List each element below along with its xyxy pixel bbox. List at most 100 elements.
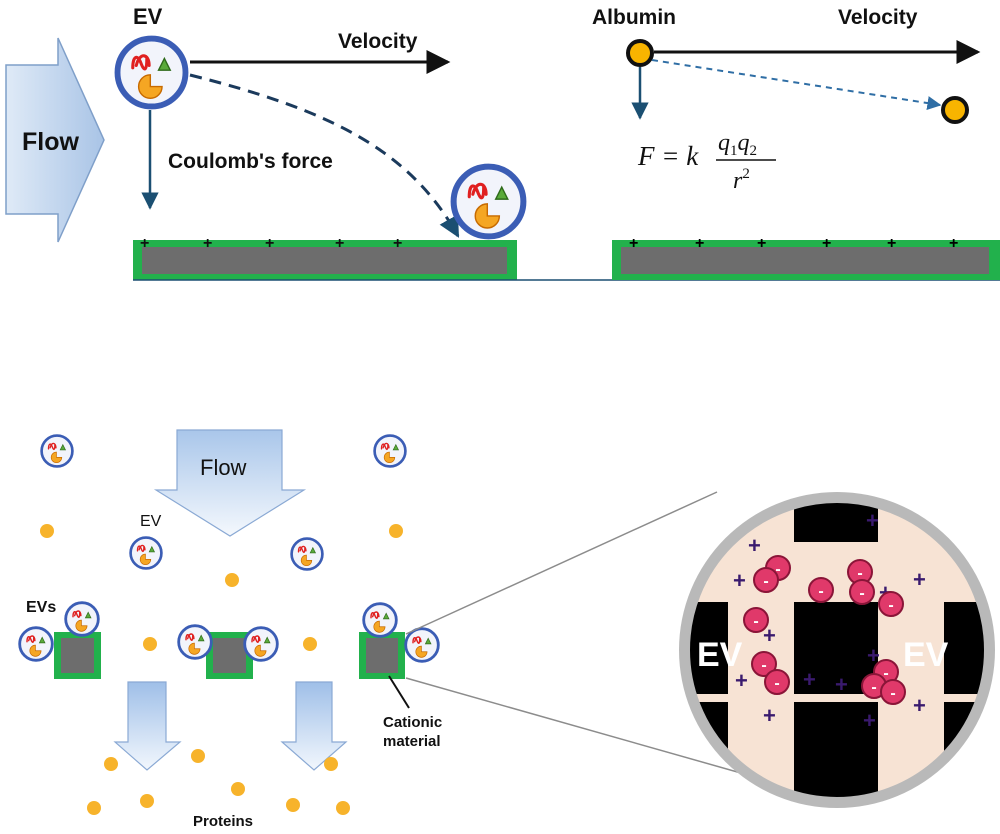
flow-label-top: Flow — [22, 128, 79, 156]
ev-particle-top — [118, 39, 186, 107]
svg-text:-: - — [859, 585, 864, 602]
protein-particle — [286, 798, 300, 812]
cationic-block-left — [54, 632, 101, 679]
cationic-leader-line — [388, 675, 410, 709]
ev-label-top: EV — [133, 4, 163, 29]
ev-particle-floating — [129, 536, 163, 570]
proteins — [40, 524, 403, 815]
albumin-particle — [626, 39, 654, 67]
svg-text:-: - — [763, 573, 768, 590]
protein-particle — [191, 749, 205, 763]
svg-text:-: - — [890, 685, 895, 702]
minus-bead: - — [878, 591, 904, 617]
albumin-trajectory-dashed — [651, 59, 942, 110]
protein-particle — [143, 637, 157, 651]
plus-charge: + — [866, 508, 879, 533]
minus-bead: - — [808, 577, 834, 603]
albumin-label: Albumin — [592, 6, 676, 29]
plus-charge: + — [867, 643, 880, 668]
plus-charge: + — [913, 567, 926, 592]
minus-bead: - — [743, 607, 769, 633]
velocity-label-left: Velocity — [338, 30, 418, 53]
protein-particle — [104, 757, 118, 771]
ev-particle-floating — [40, 434, 74, 468]
plus-charge: + — [822, 235, 831, 252]
protein-particle — [140, 794, 154, 808]
evs-label: EVs — [26, 599, 56, 616]
minus-bead: - — [753, 567, 779, 593]
svg-text:-: - — [761, 657, 766, 674]
minus-bead: - — [880, 679, 906, 705]
plus-charge: + — [695, 235, 704, 252]
svg-text:-: - — [818, 583, 823, 600]
minus-bead: - — [764, 669, 790, 695]
coulomb-label: Coulomb's force — [168, 150, 333, 173]
zoom-ev-label-right: EV — [903, 636, 949, 674]
ev-particle-bound — [404, 627, 440, 663]
ev-particle-captured — [454, 167, 524, 237]
protein-particle — [231, 782, 245, 796]
plus-charges-left: + + + + + — [140, 235, 402, 252]
plus-charge: + — [748, 533, 761, 558]
flow-arrow-bottom: Flow — [153, 429, 307, 537]
plus-charge: + — [757, 235, 766, 252]
zoom-minus-beads: - - - - - - - - - - - - — [743, 555, 906, 705]
flow-arrow-small-left — [113, 681, 182, 771]
minus-bead: - — [849, 579, 875, 605]
albumin-particle-end — [941, 96, 969, 124]
svg-text:-: - — [857, 565, 862, 582]
plus-charge: + — [763, 703, 776, 728]
ev-particle-bound — [64, 601, 100, 637]
plus-charge: + — [887, 235, 896, 252]
svg-text:-: - — [871, 679, 876, 696]
zoom-plus-charges: + + + + + + + + + + + + + — [733, 508, 926, 733]
protein-particle — [324, 757, 338, 771]
cationic-block-right — [359, 632, 405, 679]
top-panel: Flow EV Velocity Coulomb's force + + + +… — [5, 4, 1000, 281]
svg-text:-: - — [883, 665, 888, 682]
svg-text:-: - — [775, 561, 780, 578]
protein-particle — [389, 524, 403, 538]
equation-denominator: r2 — [733, 166, 750, 194]
ev-particle-bound — [243, 626, 279, 662]
equation-lhs: F = k — [637, 141, 699, 171]
zoom-connector-bottom — [405, 677, 763, 780]
plus-charge: + — [733, 568, 746, 593]
plus-charges-right: + + + + + + — [629, 235, 958, 252]
plus-charge: + — [203, 235, 212, 252]
bottom-panel: Flow EV EVs — [18, 429, 995, 830]
ev-label-bottom: EV — [140, 513, 162, 530]
protein-particle — [40, 524, 54, 538]
svg-text:-: - — [774, 675, 779, 692]
ev-particle-floating — [373, 434, 407, 468]
plus-charge: + — [140, 235, 149, 252]
zoom-connector-top — [405, 491, 718, 635]
plus-charge: + — [763, 623, 776, 648]
ev-particle-bound — [362, 602, 398, 638]
plus-charge: + — [913, 693, 926, 718]
cationic-label-line2: material — [383, 733, 441, 750]
ev-particle-floating — [290, 537, 324, 571]
protein-particle — [87, 801, 101, 815]
plus-charge: + — [335, 235, 344, 252]
flow-arrow-small-right — [280, 681, 348, 771]
plus-charge: + — [629, 235, 638, 252]
ev-particle-bound — [177, 624, 213, 660]
equation-numerator: q1q2 — [718, 130, 757, 159]
ev-particle-bound — [18, 626, 54, 662]
zoom-ev-label-left: EV — [697, 636, 743, 674]
minus-bead: - — [751, 651, 777, 677]
plus-charge: + — [835, 672, 848, 697]
plus-charge: + — [863, 708, 876, 733]
protein-particle — [303, 637, 317, 651]
cationic-substrate-left — [133, 240, 517, 280]
velocity-label-right: Velocity — [838, 6, 918, 29]
plus-charge: + — [393, 235, 402, 252]
protein-particle — [336, 801, 350, 815]
cationic-label-line1: Cationic — [383, 714, 442, 731]
flow-arrow-top: Flow — [5, 37, 105, 243]
flow-label-bottom: Flow — [200, 455, 247, 480]
plus-charge: + — [265, 235, 274, 252]
cationic-substrate-right — [612, 240, 1000, 280]
